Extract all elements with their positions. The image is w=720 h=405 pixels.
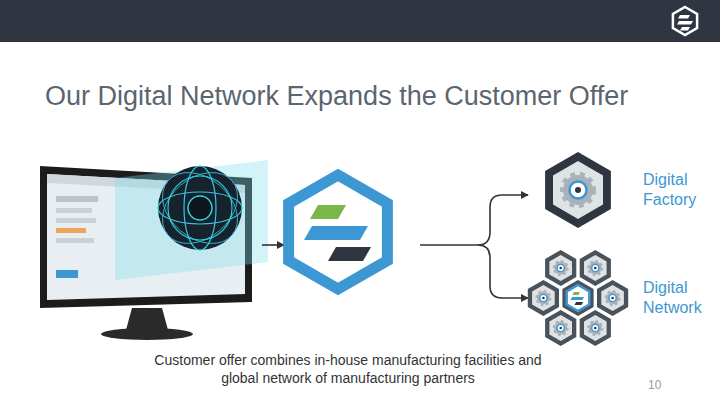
caption: Customer offer combines in-house manufac…	[138, 351, 558, 387]
slide-title: Our Digital Network Expands the Customer…	[45, 80, 705, 112]
node-label: Digital Network	[643, 278, 711, 318]
page-number: 10	[648, 378, 661, 392]
node-label: Digital Factory	[643, 170, 711, 210]
icon-node: Digital Factory	[545, 150, 713, 232]
icon-node: Digital Network	[535, 250, 715, 350]
